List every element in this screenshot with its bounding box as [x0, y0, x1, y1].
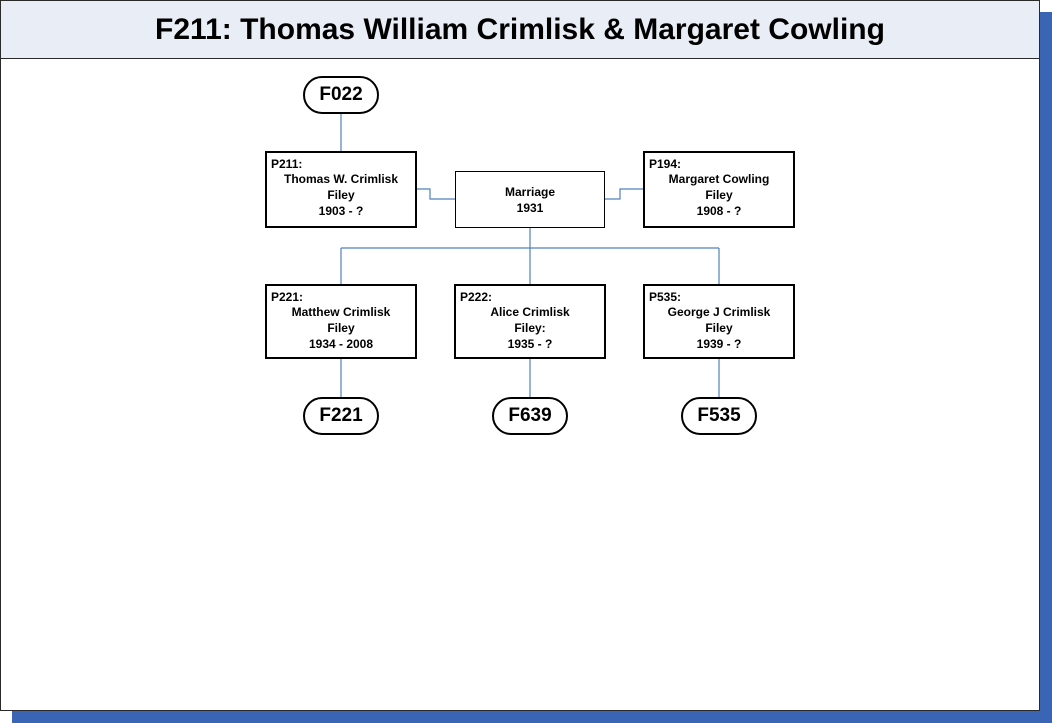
marriage-box[interactable]: Marriage 1931	[455, 171, 605, 228]
marriage-label: Marriage	[504, 184, 556, 199]
person-id: P221:	[271, 290, 304, 304]
person-box-child-2[interactable]: P222: Alice Crimlisk Filey: 1935 - ?	[454, 284, 606, 359]
person-name: Thomas W. Crimlisk	[283, 172, 399, 186]
person-dates: 1934 - 2008	[308, 337, 374, 351]
person-box-child-1[interactable]: P221: Matthew Crimlisk Filey 1934 - 2008	[265, 284, 417, 359]
person-name: Matthew Crimlisk	[291, 305, 391, 319]
person-place: Filey	[327, 321, 355, 335]
marriage-year: 1931	[516, 200, 544, 215]
person-dates: 1903 - ?	[318, 204, 364, 218]
person-box-wife[interactable]: P194: Margaret Cowling Filey 1908 - ?	[643, 151, 795, 228]
person-box-husband[interactable]: P211: Thomas W. Crimlisk Filey 1903 - ?	[265, 151, 417, 228]
person-place: Filey	[705, 321, 733, 335]
family-link-f535[interactable]: F535	[681, 397, 757, 435]
person-dates: 1939 - ?	[696, 337, 742, 351]
person-id: P222:	[460, 290, 493, 304]
person-name: George J Crimlisk	[667, 305, 771, 319]
person-id: P535:	[649, 290, 682, 304]
family-link-f022[interactable]: F022	[303, 76, 379, 114]
family-link-f221[interactable]: F221	[303, 397, 379, 435]
page-title: F211: Thomas William Crimlisk & Margaret…	[155, 12, 885, 46]
family-link-label: F639	[508, 405, 552, 426]
person-box-child-3[interactable]: P535: George J Crimlisk Filey 1939 - ?	[643, 284, 795, 359]
family-link-f639[interactable]: F639	[492, 397, 568, 435]
person-place: Filey:	[514, 321, 546, 335]
header-bar: F211: Thomas William Crimlisk & Margaret…	[1, 1, 1039, 59]
person-place: Filey	[705, 188, 733, 202]
connector-wife-marriage	[605, 188, 643, 200]
person-dates: 1908 - ?	[696, 204, 742, 218]
connector-husband-marriage	[417, 188, 455, 200]
person-place: Filey	[327, 188, 355, 202]
family-link-label: F022	[319, 84, 363, 105]
person-dates: 1935 - ?	[507, 337, 553, 351]
person-name: Margaret Cowling	[668, 172, 770, 186]
person-id: P194:	[649, 157, 682, 171]
family-link-label: F535	[697, 405, 741, 426]
person-id: P211:	[271, 157, 303, 171]
person-name: Alice Crimlisk	[490, 305, 570, 319]
family-link-label: F221	[319, 405, 363, 426]
